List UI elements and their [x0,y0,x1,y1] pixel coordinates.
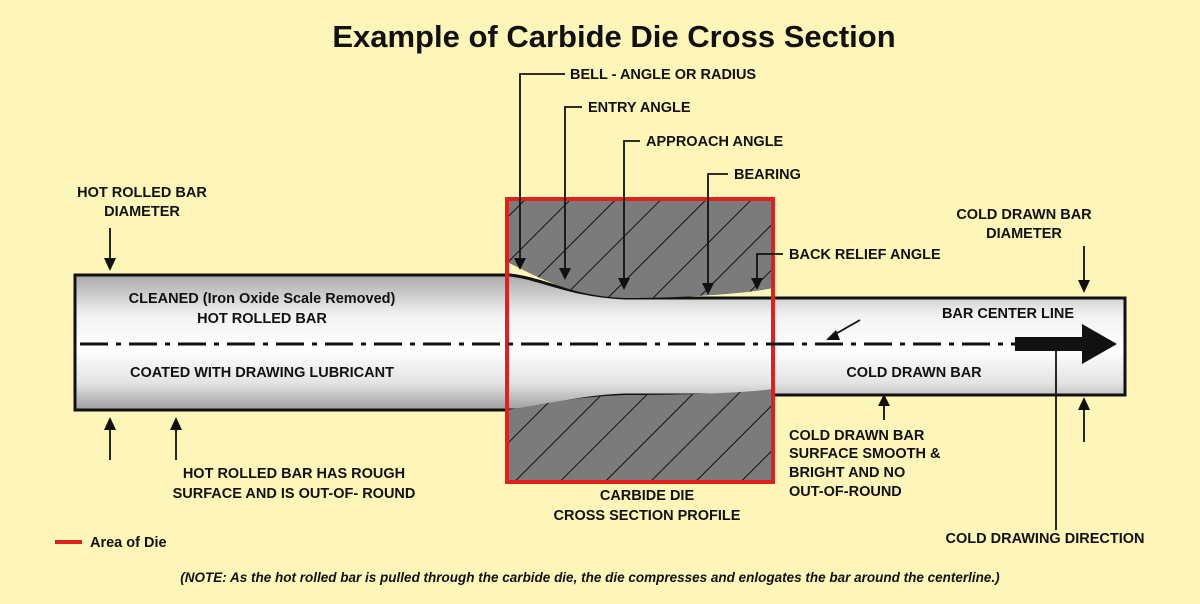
die-bottom [507,389,773,482]
direction-arrow-shaft [1015,337,1085,351]
arrowhead-entry [559,268,571,280]
label-smooth-line2: SURFACE SMOOTH & [789,446,941,462]
arrowhead-rough-left [104,417,116,430]
legend-label: Area of Die [90,535,167,551]
direction-arrow-head [1082,324,1117,364]
die-border [505,197,775,484]
label-rough-line1: HOT ROLLED BAR HAS ROUGH [183,466,405,482]
label-carbide-die-line1: CARBIDE DIE [600,488,695,504]
footnote: (NOTE: As the hot rolled bar is pulled t… [180,570,1000,585]
arrowhead-rough-right [170,417,182,430]
label-hot-diameter-line2: DIAMETER [104,204,180,220]
label-cold-diameter-line1: COLD DRAWN BAR [956,207,1092,223]
label-cleaned-line1: CLEANED (Iron Oxide Scale Removed) [129,291,396,307]
label-bearing: BEARING [734,167,801,183]
label-cold-drawn-bar: COLD DRAWN BAR [846,365,982,381]
leader-entry-angle [564,106,582,272]
label-approach-angle: APPROACH ANGLE [646,134,784,150]
arrowhead-smooth [878,394,890,406]
leader-approach-angle [623,140,640,282]
label-entry-angle: ENTRY ANGLE [588,100,691,116]
label-center-line: BAR CENTER LINE [942,306,1074,322]
label-back-relief: BACK RELIEF ANGLE [789,247,941,263]
label-hot-diameter-line1: HOT ROLLED BAR [77,185,207,201]
label-coated: COATED WITH DRAWING LUBRICANT [130,365,394,381]
label-cold-diameter-line2: DIAMETER [986,226,1062,242]
label-smooth-line4: OUT-OF-ROUND [789,484,902,500]
label-cleaned-line2: HOT ROLLED BAR [197,311,327,327]
arrowhead-bell [514,258,526,270]
leader-bell [519,73,565,263]
arrowhead-hot-diameter [104,258,116,271]
leader-bearing [707,173,728,287]
label-drawing-direction: COLD DRAWING DIRECTION [946,531,1145,547]
leader-back-relief [756,253,783,282]
arrowhead-approach [618,278,630,290]
label-smooth-line1: COLD DRAWN BAR [789,428,925,444]
label-bell: BELL - ANGLE OR RADIUS [570,67,756,83]
label-carbide-die-line2: CROSS SECTION PROFILE [554,508,741,524]
die-top [507,199,773,298]
arrowhead-cold-bottom [1078,397,1090,410]
label-smooth-line3: BRIGHT AND NO [789,465,905,481]
arrowhead-cold-diameter [1078,280,1090,293]
arrowhead-center-line [826,330,840,340]
diagram-title: Example of Carbide Die Cross Section [332,19,895,54]
arrowhead-bearing [702,283,714,295]
label-rough-line2: SURFACE AND IS OUT-OF- ROUND [173,486,416,502]
arrowhead-back-relief [751,278,763,290]
